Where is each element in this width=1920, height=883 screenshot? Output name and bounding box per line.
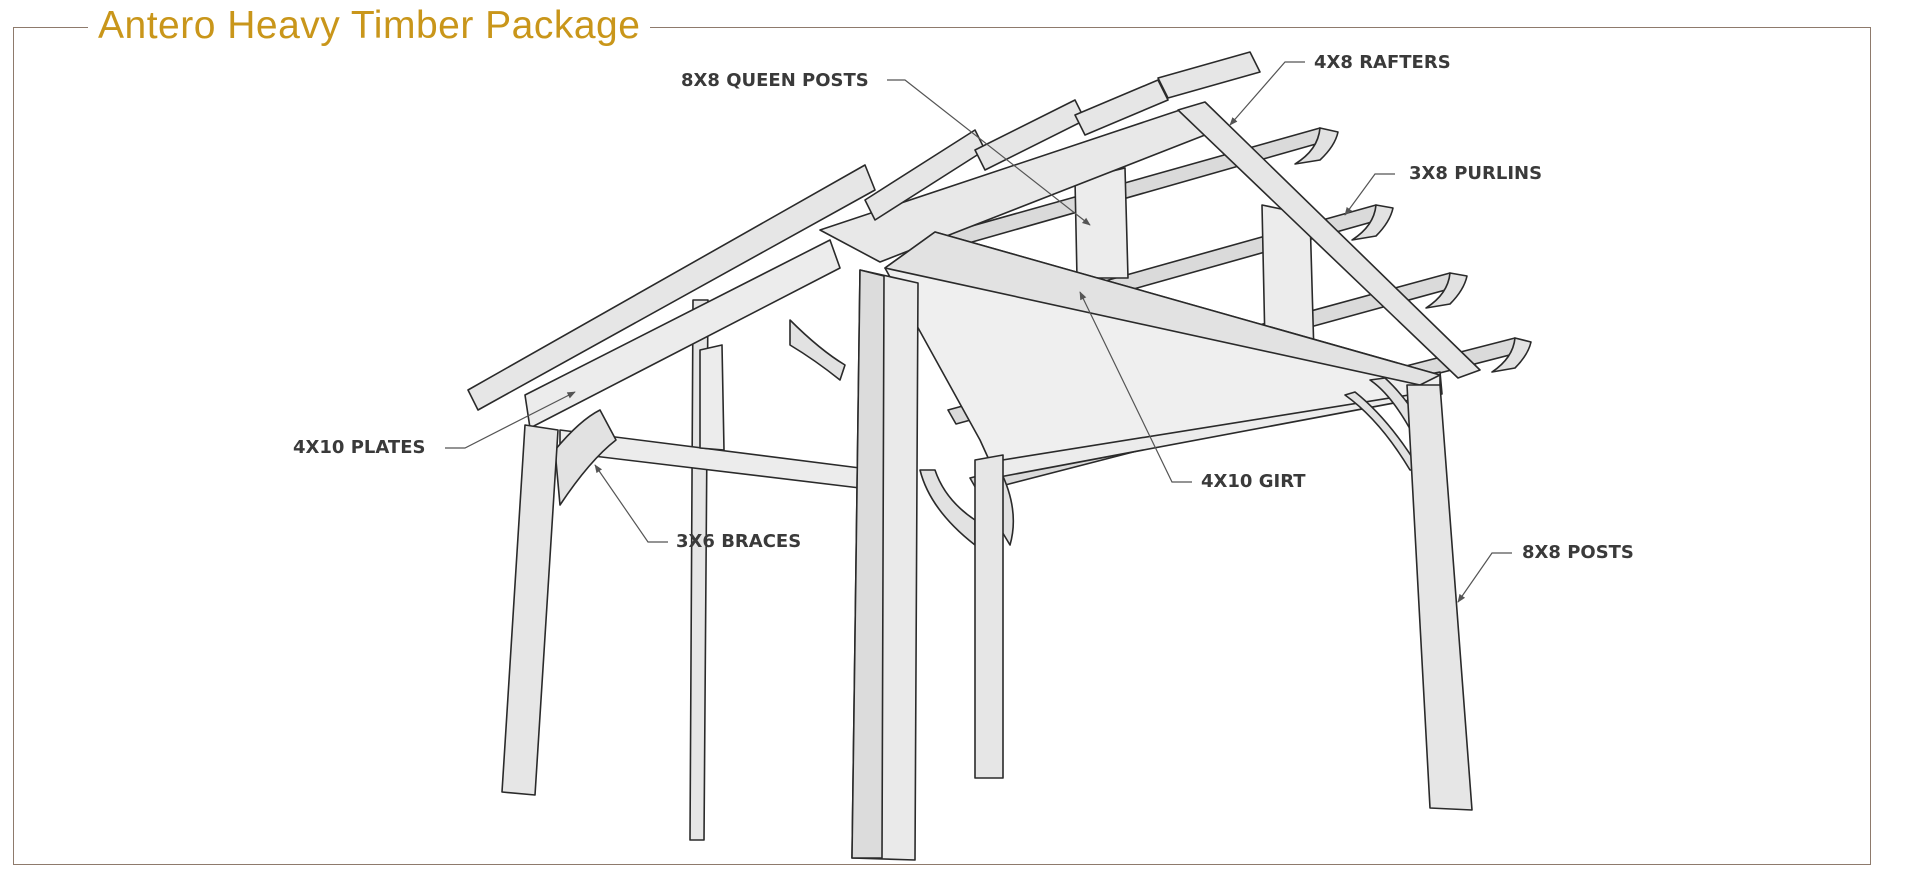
girt-face	[884, 231, 1441, 386]
post-center-back	[974, 454, 1004, 779]
leader-braces	[594, 464, 668, 543]
label-purlins: 3X8 PURLINS	[1409, 163, 1543, 184]
leader-plates	[445, 391, 576, 449]
queen-post-left	[1074, 167, 1129, 279]
leader-girt	[1079, 291, 1192, 483]
rafter-5	[1157, 51, 1261, 99]
page-title: Antero Heavy Timber Package	[88, 2, 651, 50]
purlin-tail-2	[1351, 204, 1394, 241]
purlin-tail-1	[1294, 127, 1339, 165]
label-girt: 4X10 GIRT	[1201, 471, 1306, 492]
plate-left	[524, 239, 841, 429]
leader-purlins	[1344, 173, 1395, 216]
purlin-tail-4	[1491, 337, 1532, 373]
post-right	[1406, 384, 1473, 811]
label-queen-posts: 8X8 QUEEN POSTS	[681, 70, 869, 91]
rafter-right	[1177, 101, 1481, 379]
brace-center	[919, 469, 976, 546]
label-posts: 8X8 POSTS	[1522, 542, 1634, 563]
post-front-shade	[851, 269, 885, 859]
leader-rafters	[1229, 61, 1305, 126]
label-rafters: 4X8 RAFTERS	[1314, 52, 1451, 73]
rafter-main	[467, 164, 876, 411]
queen-post-left-small	[699, 344, 725, 451]
leader-queen-posts	[887, 79, 1091, 226]
rafter-4	[1074, 79, 1169, 136]
purlin-tail-3	[1425, 272, 1468, 309]
brace-left-front	[554, 409, 617, 506]
post-left-front	[501, 424, 559, 796]
leader-posts	[1457, 552, 1512, 603]
diagram-frame	[13, 27, 1871, 865]
label-braces: 3X6 BRACES	[676, 531, 802, 552]
label-plates: 4X10 PLATES	[293, 437, 426, 458]
brace-mid-left	[789, 319, 846, 381]
